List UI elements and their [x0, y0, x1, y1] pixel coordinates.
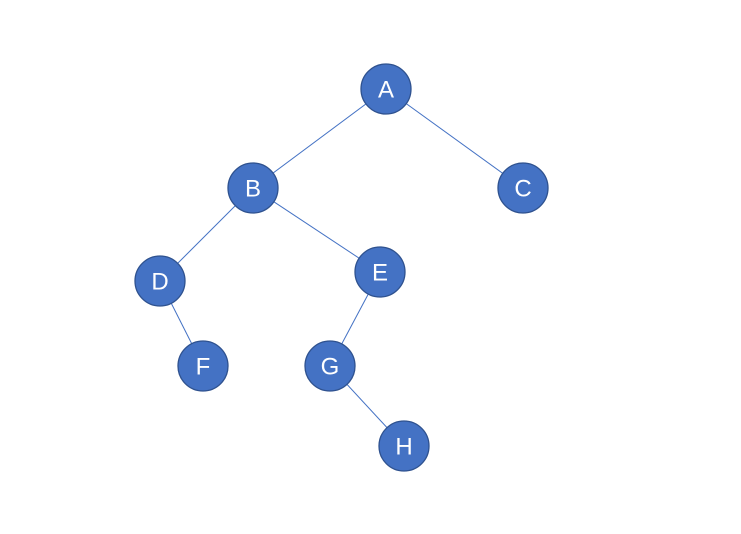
tree-node-e: E [354, 246, 406, 298]
node-label-b: B [245, 176, 261, 203]
tree-node-d: D [134, 255, 186, 307]
tree-node-h: H [378, 420, 430, 472]
tree-node-a: A [360, 63, 412, 115]
node-circle-b [227, 162, 279, 214]
node-circle-a [360, 63, 412, 115]
edge-a-c [385, 88, 524, 189]
node-circle-e [354, 246, 406, 298]
tree-node-b: B [227, 162, 279, 214]
node-circle-d [134, 255, 186, 307]
node-label-e: E [372, 260, 388, 287]
tree-node-g: G [304, 340, 356, 392]
edge-a-b [252, 88, 387, 189]
node-label-h: H [395, 434, 412, 461]
node-label-f: F [196, 354, 211, 381]
node-circle-f [177, 340, 229, 392]
node-label-c: C [514, 176, 531, 203]
tree-node-c: C [497, 162, 549, 214]
node-label-d: D [151, 269, 168, 296]
node-circle-h [378, 420, 430, 472]
tree-edges [159, 88, 524, 447]
node-label-a: A [378, 77, 394, 104]
node-label-g: G [321, 354, 340, 381]
node-circle-g [304, 340, 356, 392]
tree-nodes: A B C D E F G H [134, 63, 549, 472]
node-circle-c [497, 162, 549, 214]
tree-node-f: F [177, 340, 229, 392]
